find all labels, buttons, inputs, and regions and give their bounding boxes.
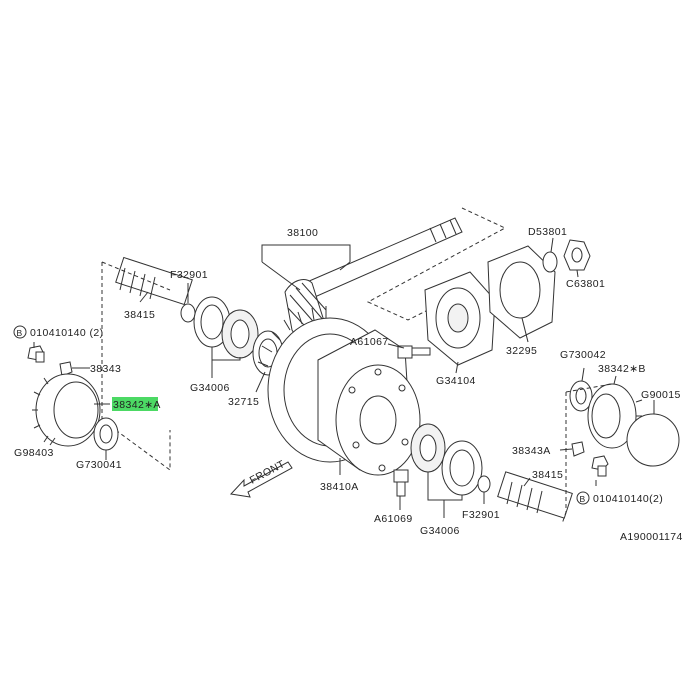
bolt-a61069[interactable] — [393, 469, 409, 497]
diff-case[interactable] — [317, 329, 421, 476]
label-g730042[interactable]: G730042 — [560, 349, 606, 361]
label-38342-a[interactable]: 38342∗A — [113, 399, 161, 411]
lock-plate-38343a[interactable] — [571, 441, 585, 457]
label-a61069[interactable]: A61069 — [374, 513, 413, 525]
label-38415-top[interactable]: 38415 — [124, 309, 155, 321]
oring-f32901-bottom[interactable] — [477, 475, 491, 493]
label-38342-b[interactable]: 38342∗B — [598, 363, 646, 375]
label-f32901-top[interactable]: F32901 — [170, 269, 208, 281]
right-group-outline — [561, 392, 567, 525]
bolt-010410140-right[interactable] — [591, 455, 609, 477]
highlighted-part-marker — [112, 397, 158, 411]
bolt-a61067[interactable] — [397, 345, 431, 359]
svg-text:B: B — [17, 328, 23, 338]
front-arrow — [229, 461, 293, 498]
retainer-g98403[interactable] — [32, 373, 101, 447]
shaft-assembly-outline — [366, 207, 507, 321]
bolt-right-callout[interactable]: B 010410140(2) — [576, 491, 663, 505]
label-32715[interactable]: 32715 — [228, 396, 259, 408]
bearing-g34006-top[interactable] — [193, 296, 259, 359]
label-38343a[interactable]: 38343A — [512, 445, 551, 457]
diagram-id: A190001174 — [620, 531, 683, 543]
label-c63801[interactable]: C63801 — [566, 278, 605, 290]
label-g34006-bottom[interactable]: G34006 — [420, 525, 460, 537]
label-010410140-left: 010410140 (2) — [30, 327, 104, 339]
label-d53801[interactable]: D53801 — [528, 226, 567, 238]
oring-f32901-top[interactable] — [180, 303, 196, 323]
label-g34006-top[interactable]: G34006 — [190, 382, 230, 394]
label-38100[interactable]: 38100 — [287, 227, 318, 239]
side-shaft-left[interactable] — [115, 256, 193, 306]
cover-g34104[interactable] — [424, 271, 496, 366]
gasket-32295[interactable] — [487, 245, 556, 339]
label-010410140-right: 010410140(2) — [593, 493, 663, 505]
label-38415-bottom[interactable]: 38415 — [532, 469, 563, 481]
lock-plate-38343-left[interactable] — [59, 361, 73, 377]
left-group-outline — [101, 262, 171, 471]
label-g98403[interactable]: G98403 — [14, 447, 54, 459]
label-f32901-bottom[interactable]: F32901 — [462, 509, 500, 521]
leader-lines — [33, 237, 655, 518]
label-38343-left[interactable]: 38343 — [90, 363, 121, 375]
svg-text:B: B — [580, 494, 586, 504]
retainer-38342-b[interactable] — [587, 383, 643, 449]
label-g730041[interactable]: G730041 — [76, 459, 122, 471]
oring-g90015[interactable] — [626, 413, 680, 467]
bolt-010410140-left[interactable] — [27, 345, 45, 363]
bolt-left-callout[interactable]: B 010410140 (2) — [13, 325, 104, 339]
label-g34104[interactable]: G34104 — [436, 375, 476, 387]
nut-c63801[interactable] — [563, 239, 591, 271]
washer-d53801[interactable] — [542, 251, 558, 273]
bearing-g34006-bottom[interactable] — [410, 423, 483, 496]
label-a61067[interactable]: A61067 — [350, 336, 389, 348]
side-shaft-right[interactable] — [497, 471, 573, 519]
label-32295[interactable]: 32295 — [506, 345, 537, 357]
label-38410a[interactable]: 38410A — [320, 481, 359, 493]
label-g90015[interactable]: G90015 — [641, 389, 681, 401]
